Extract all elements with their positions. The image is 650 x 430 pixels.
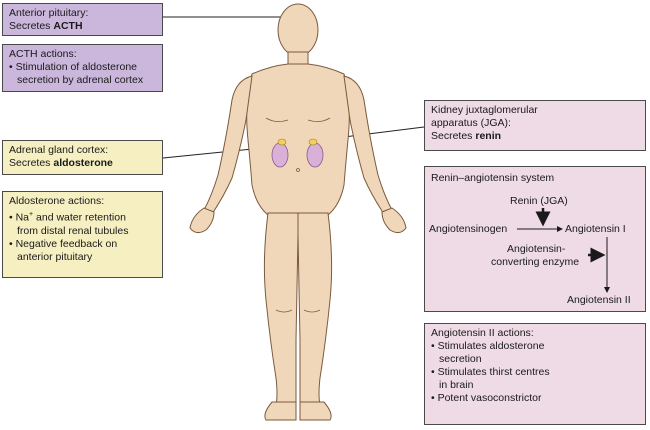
ras-angiotensinogen: Angiotensinogen xyxy=(429,223,508,235)
knee-right xyxy=(303,309,321,313)
left-hand xyxy=(189,207,215,234)
ras-arrows xyxy=(517,208,610,293)
right-adrenal xyxy=(308,138,318,146)
knee-left xyxy=(275,309,293,313)
aldosterone-bullet2-cont: anterior pituitary xyxy=(17,250,93,263)
chest-line-left xyxy=(265,117,289,122)
human-body-figure xyxy=(189,3,407,421)
ras-box: Renin–angiotensin system Renin (JGA) Ang… xyxy=(424,166,646,312)
ras-angiotensin-1: Angiotensin I xyxy=(565,223,626,235)
right-kidney xyxy=(306,142,324,168)
ang2-actions-title: Angiotensin II actions: xyxy=(431,327,534,339)
kidney-jga-line2: apparatus (JGA): xyxy=(431,117,511,129)
ras-ace-line2: converting enzyme xyxy=(491,256,580,268)
left-adrenal xyxy=(277,138,287,146)
aldosterone-bullet1: • Na+ and water retention xyxy=(9,211,126,224)
acth-actions-bullet1-cont: secretion by adrenal cortex xyxy=(17,74,144,86)
aldosterone-bullet2: • Negative feedback on xyxy=(9,237,118,250)
chest-line-right xyxy=(307,117,331,122)
left-leg xyxy=(263,212,299,406)
aldosterone-bullet1-cont: from distal renal tubules xyxy=(17,224,129,237)
kidney-jga-line1: Kidney juxtaglomerular xyxy=(431,104,538,116)
right-leg xyxy=(297,212,333,406)
ang2-bullet1: • Stimulates aldosterone xyxy=(431,340,545,352)
ras-angiotensin-2: Angiotensin II xyxy=(567,294,631,306)
head xyxy=(277,3,319,57)
ang2-bullet3: • Potent vasoconstrictor xyxy=(431,392,542,404)
adrenal-glands xyxy=(277,138,318,146)
left-foot xyxy=(264,401,297,421)
right-hand xyxy=(381,207,407,234)
right-arm xyxy=(343,75,393,215)
acth-actions-title: ACTH actions: xyxy=(9,48,77,60)
ang2-bullet2-cont: in brain xyxy=(439,379,474,391)
navel xyxy=(296,168,300,172)
adrenal-cortex-secretes: Secretes aldosterone xyxy=(9,157,113,169)
anterior-pituitary-secretes: Secretes ACTH xyxy=(9,20,83,32)
anterior-pituitary-box: Anterior pituitary: Secretes ACTH xyxy=(2,3,163,36)
left-arm xyxy=(203,75,253,215)
ang2-bullet1-cont: secretion xyxy=(439,353,482,365)
kidneys xyxy=(271,142,324,168)
torso xyxy=(246,63,350,216)
angiotensin2-actions-box: Angiotensin II actions: • Stimulates ald… xyxy=(424,323,646,425)
acth-actions-bullet1: • Stimulation of aldosterone xyxy=(9,61,137,73)
right-foot xyxy=(299,401,332,421)
kidney-jga-box: Kidney juxtaglomerular apparatus (JGA): … xyxy=(424,100,646,151)
kidney-jga-secretes: Secretes renin xyxy=(431,130,502,142)
adrenal-cortex-box: Adrenal gland cortex: Secretes aldostero… xyxy=(2,140,163,175)
acth-actions-box: ACTH actions: • Stimulation of aldostero… xyxy=(2,44,163,92)
aldosterone-actions-title: Aldosterone actions: xyxy=(9,195,105,207)
ras-renin: Renin (JGA) xyxy=(510,195,568,207)
ras-ace-line1: Angiotensin- xyxy=(507,243,566,255)
ras-title: Renin–angiotensin system xyxy=(431,172,555,184)
aldosterone-actions-box: Aldosterone actions: • Na+ and water ret… xyxy=(2,191,163,278)
left-kidney xyxy=(271,142,289,168)
adrenal-cortex-title: Adrenal gland cortex: xyxy=(9,144,109,156)
ang2-bullet2: • Stimulates thirst centres xyxy=(431,366,550,378)
anterior-pituitary-title: Anterior pituitary: xyxy=(9,7,89,19)
